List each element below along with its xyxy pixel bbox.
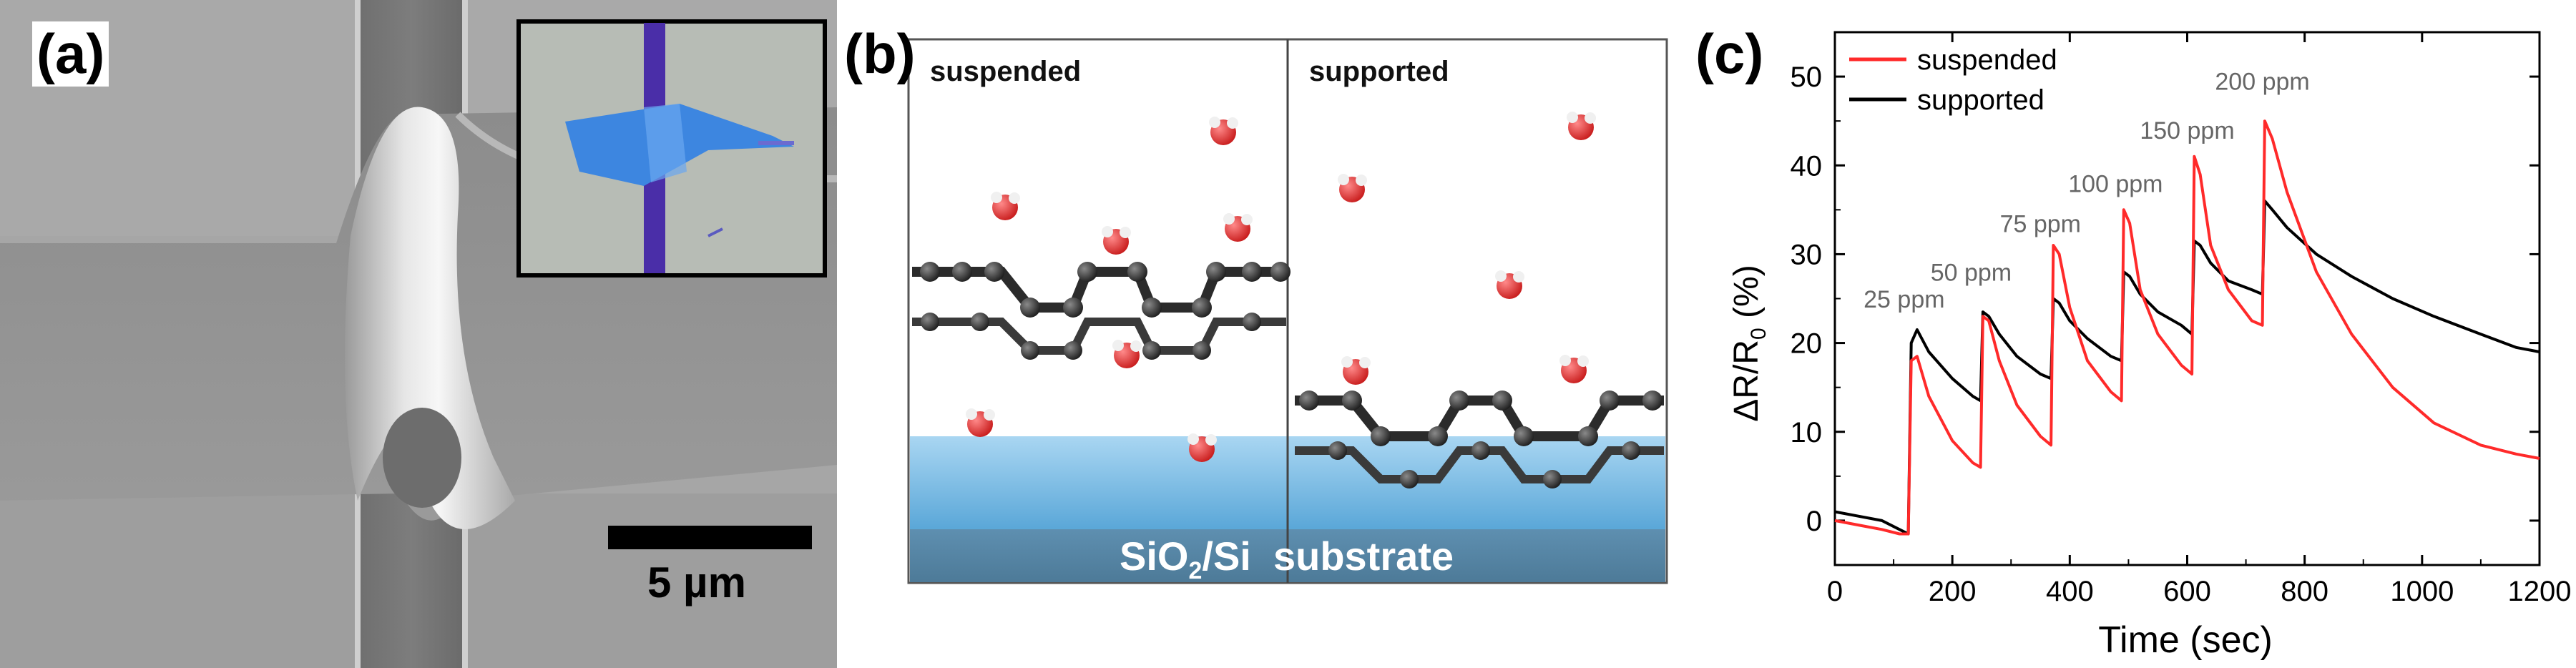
concentration-label: 100 ppm bbox=[2068, 171, 2163, 198]
y-axis-label-main: ΔR/R bbox=[1728, 339, 1766, 422]
suspended-sheet bbox=[912, 262, 1291, 360]
panel-a: (a) 5 µm bbox=[0, 0, 837, 668]
x-tick-label: 800 bbox=[2281, 576, 2328, 607]
concentration-label: 150 ppm bbox=[2140, 117, 2234, 144]
chart-series bbox=[1834, 119, 2540, 536]
response-chart: 0 200 400 600 800 1000 1200 0 10 20 30 40 50 25 ppm5… bbox=[1791, 31, 2572, 607]
x-tick-label: 1200 bbox=[2508, 576, 2572, 607]
scale-bar-label: 5 µm bbox=[647, 559, 746, 606]
series-line-suspended bbox=[1834, 119, 2540, 536]
supported-label: supported bbox=[1309, 56, 1449, 87]
y-axis-label: ΔR/R0 (%) bbox=[1727, 265, 1771, 421]
y-tick-label: 40 bbox=[1791, 150, 1823, 182]
panel-b-letter: (b) bbox=[844, 22, 916, 85]
x-tick-label: 1000 bbox=[2390, 576, 2454, 607]
suspended-label: suspended bbox=[930, 56, 1082, 87]
chart-axes: 0 200 400 600 800 1000 1200 0 10 20 30 40 50 bbox=[1791, 31, 2572, 607]
optical-inset bbox=[516, 19, 827, 277]
substrate-label-sub: 2 bbox=[1188, 557, 1203, 585]
y-tick-label: 10 bbox=[1791, 417, 1823, 448]
substrate-label-rest: /Si substrate bbox=[1202, 534, 1454, 579]
concentration-label: 75 ppm bbox=[2000, 210, 2081, 237]
x-tick-label: 0 bbox=[1827, 576, 1843, 607]
y-tick-label: 0 bbox=[1806, 506, 1822, 537]
y-axis-label-unit: (%) bbox=[1728, 265, 1766, 328]
concentration-label: 50 ppm bbox=[1931, 260, 2012, 287]
panel-c-letter: (c) bbox=[1695, 22, 1764, 85]
x-axis-label: Time (sec) bbox=[2098, 619, 2273, 661]
y-tick-label: 20 bbox=[1791, 328, 1823, 360]
panel-a-letter: (a) bbox=[32, 21, 109, 87]
supported-sheet bbox=[1295, 391, 1664, 488]
substrate-label: SiO2/Si substrate bbox=[1120, 533, 1454, 585]
x-tick-label: 400 bbox=[2046, 576, 2094, 607]
series-line-supported bbox=[1834, 199, 2540, 536]
concentration-label: 200 ppm bbox=[2215, 69, 2309, 96]
legend-label-suspended: suspended bbox=[1917, 44, 2057, 76]
schematic bbox=[907, 38, 1668, 584]
y-tick-label: 30 bbox=[1791, 239, 1823, 270]
x-tick-label: 600 bbox=[2163, 576, 2211, 607]
panel-b: (b) suspended supported SiO2/Si substrat… bbox=[837, 0, 1695, 668]
water-molecules bbox=[966, 112, 1596, 462]
concentration-label: 25 ppm bbox=[1864, 286, 1944, 313]
x-tick-label: 200 bbox=[1929, 576, 1977, 607]
sem-image bbox=[0, 0, 837, 668]
substrate-label-main: SiO bbox=[1120, 534, 1189, 579]
legend-label-supported: supported bbox=[1917, 84, 2044, 116]
scale-bar bbox=[608, 526, 812, 549]
y-tick-label: 50 bbox=[1791, 62, 1823, 93]
y-axis-label-sub: 0 bbox=[1746, 328, 1771, 340]
chart-legend: suspended supported bbox=[1849, 44, 2057, 116]
